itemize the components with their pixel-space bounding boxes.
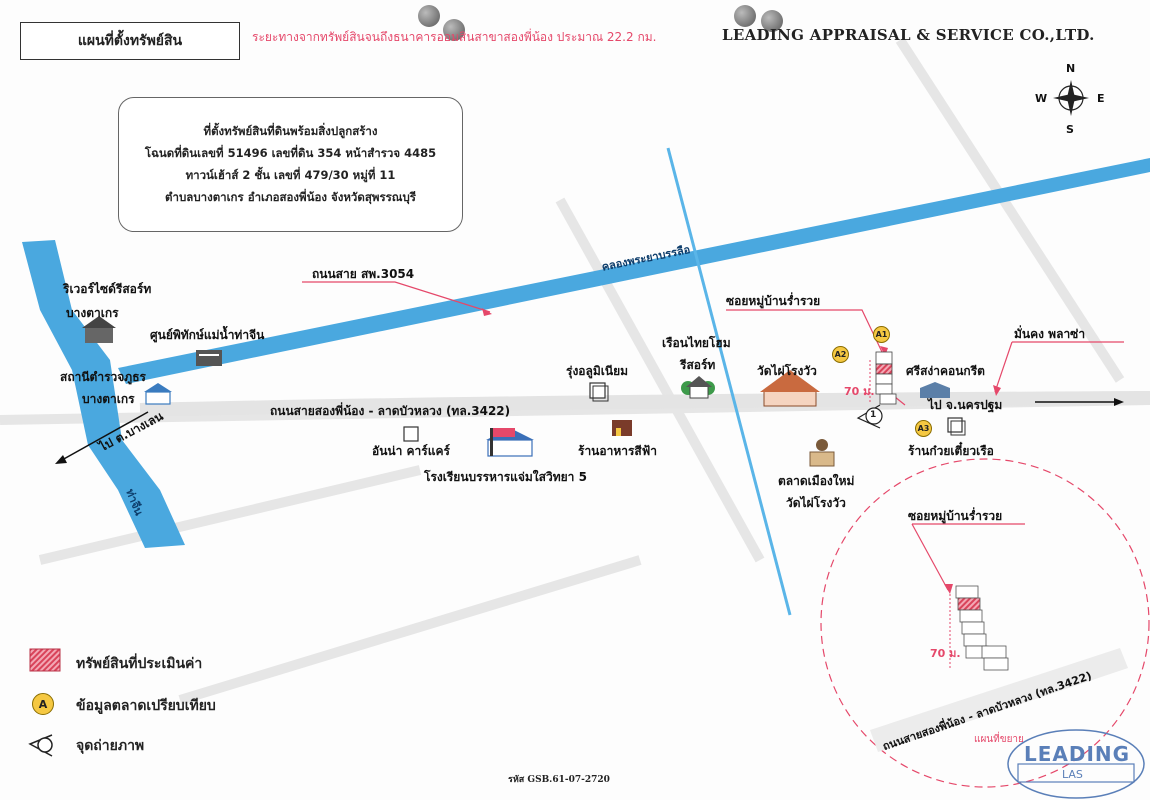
inset-circle	[820, 458, 1150, 788]
label-bangtakre-1: บางตาเกร	[66, 306, 119, 320]
distance-note: ระยะทางจากทรัพย์สินจนถึงธนาคารออมสินสาขา…	[252, 30, 657, 44]
compass-n: N	[1066, 62, 1076, 75]
compass-s: S	[1066, 123, 1074, 136]
stamp-top-text: LEADING	[1024, 742, 1131, 766]
inset-road	[870, 648, 1128, 752]
legend-property-swatch	[29, 648, 61, 672]
label-thai-home-1: เรือนไทยโฮม	[662, 336, 731, 350]
label-road-3054: ถนนสาย สพ.3054	[312, 267, 415, 281]
label-noodle-shop: ร้านก๋วยเตี๋ยวเรือ	[908, 444, 994, 458]
label-srisanga: ศรีสง่าคอนกรีต	[906, 364, 985, 378]
compass-w: W	[1035, 92, 1048, 105]
label-to-nakhonpathom: ไป จ.นครปฐม	[928, 398, 1003, 412]
label-inset-title: แผนที่ขยาย	[974, 734, 1024, 745]
label-market-1: ตลาดเมืองใหม่	[778, 474, 855, 488]
label-thai-home-2: รีสอร์ท	[680, 358, 716, 372]
label-river-center: ศูนย์พิทักษ์แม่น้ำท่าจีน	[150, 328, 265, 342]
punch-hole	[734, 5, 756, 27]
legend-photo-symbol	[28, 734, 53, 757]
property-info-box: ที่ตั้งทรัพย์สินที่ดินพร้อมสิ่งปลูกสร้าง…	[118, 97, 463, 232]
info-line-3: ทาวน์เฮ้าส์ 2 ชั้น เลขที่ 479/30 หมู่ที่…	[185, 168, 396, 182]
label-soi: ซอยหมู่บ้านร่ำรวย	[726, 294, 821, 308]
north-south-road	[666, 147, 792, 616]
photo-point-number: 1	[870, 410, 877, 420]
compass-rose	[1053, 80, 1089, 116]
direction-arrows	[55, 308, 1124, 594]
legend-photo-label: จุดถ่ายภาพ	[76, 738, 145, 754]
info-line-4: ตำบลบางตาเกร อำเภอสองพี่น้อง จังหวัดสุพร…	[165, 190, 416, 204]
label-restaurant: ร้านอาหารสีฟ้า	[578, 444, 657, 458]
canal-prayabanlue	[118, 158, 1150, 384]
legend-comparable-pin: A	[32, 693, 54, 715]
legend-property-label: ทรัพย์สินที่ประเมินค่า	[76, 656, 203, 672]
leader-lines	[302, 281, 1124, 591]
stamp-bottom-text: LAS	[1062, 768, 1083, 781]
punch-hole	[418, 5, 440, 27]
label-aluminium: รุ่งอลูมิเนียม	[566, 364, 629, 378]
label-anna-carcare: อันน่า คาร์แคร์	[372, 444, 450, 458]
label-inset-soi: ซอยหมู่บ้านร่ำรวย	[908, 509, 1003, 523]
label-school: โรงเรียนบรรหารแจ่มใสวิทยา 5	[424, 470, 587, 484]
info-line-2: โฉนดที่ดินเลขที่ 51496 เลขที่ดิน 354 หน้…	[144, 146, 437, 160]
leading-stamp	[1007, 729, 1145, 799]
punch-hole	[761, 10, 783, 32]
legend-comparable-label: ข้อมูลตลาดเปรียบเทียบ	[76, 698, 216, 714]
main-road	[139, 391, 1150, 417]
label-market-2: วัดไผ่โรงวัว	[786, 496, 846, 510]
photo-point-1	[856, 404, 883, 429]
label-monkong-plaza: มั่นคง พลาซ่า	[1014, 327, 1086, 341]
label-main-road: ถนนสายสองพี่น้อง - ลาดบัวหลวง (ทล.3422)	[270, 404, 511, 418]
label-police-2: บางตาเกร	[82, 392, 135, 406]
info-line-1: ที่ตั้งทรัพย์สินที่ดินพร้อมสิ่งปลูกสร้าง	[203, 124, 378, 138]
river-tachin	[22, 240, 185, 548]
property-block	[875, 351, 897, 405]
company-name: LEADING APPRAISAL & SERVICE CO.,LTD.	[722, 26, 1095, 44]
document-code: รหัส GSB.61-07-2720	[508, 775, 610, 785]
comparable-pin-a2: A2	[832, 346, 849, 363]
label-inset-distance: 70 ม.	[930, 647, 961, 660]
label-wat: วัดไผ่โรงวัว	[757, 364, 817, 378]
comparable-pin-a3: A3	[915, 420, 932, 437]
punch-hole	[443, 19, 465, 41]
label-police-1: สถานีตำรวจภูธร	[60, 370, 146, 384]
inset-property-block	[955, 585, 1009, 671]
comparable-pin-a1: A1	[873, 326, 890, 343]
label-distance-70: 70 ม.	[844, 385, 875, 398]
label-riverside-resort: ริเวอร์ไซด์รีสอร์ท	[63, 282, 152, 296]
map-icons	[82, 316, 966, 467]
map-title: แผนที่ตั้งทรัพย์สิน	[20, 22, 240, 60]
compass-e: E	[1097, 92, 1105, 105]
